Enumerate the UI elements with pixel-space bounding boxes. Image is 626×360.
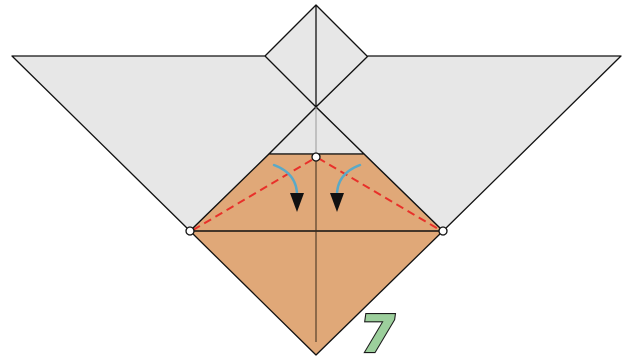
step-number: 7 (356, 305, 401, 360)
reference-point-top (312, 153, 320, 161)
reference-point-right (439, 227, 447, 235)
reference-point-left (186, 227, 194, 235)
